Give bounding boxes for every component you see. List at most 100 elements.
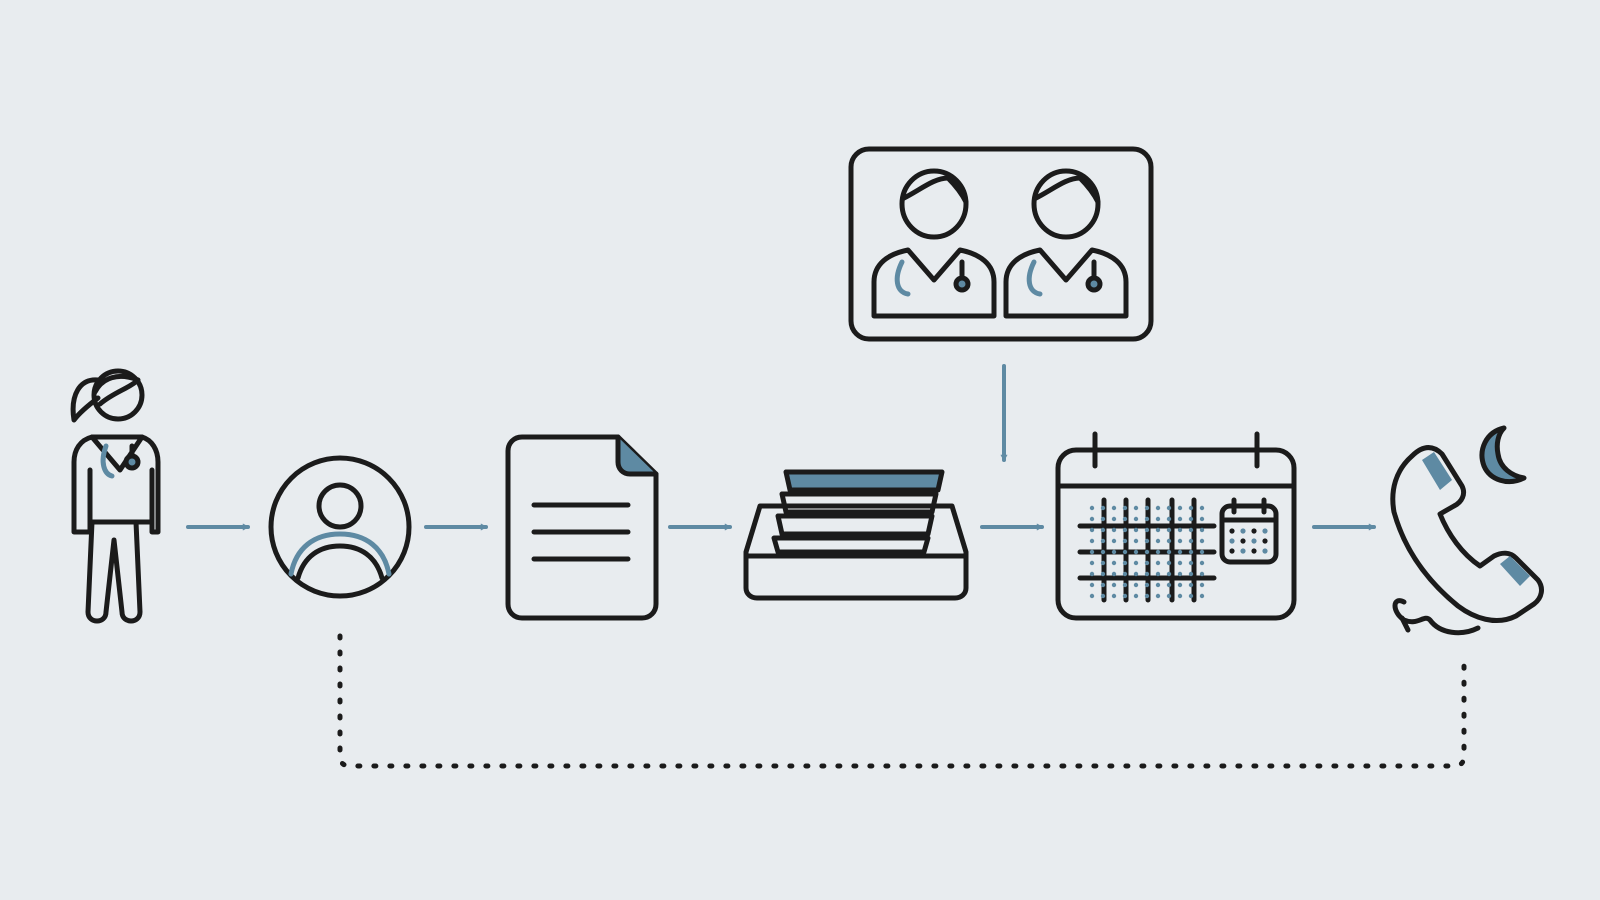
calendar-dot [1133, 582, 1139, 588]
document-icon [505, 434, 659, 621]
calendar-dot [1155, 516, 1161, 522]
calendar-dot [1177, 505, 1183, 511]
inbox-tray-icon [743, 469, 969, 601]
calendar-dot [1089, 516, 1095, 522]
calendar-dot [1166, 549, 1172, 555]
feedback-loop-dotted [337, 633, 1467, 769]
calendar-dot [1089, 582, 1095, 588]
calendar-dot [1144, 582, 1150, 588]
calendar-dot [1144, 538, 1150, 544]
calendar-dot [1166, 593, 1172, 599]
mini-calendar-dot [1251, 528, 1257, 534]
calendar-dot [1111, 571, 1117, 577]
calendar-dot [1089, 527, 1095, 533]
calendar-dot [1177, 527, 1183, 533]
mini-calendar-dot [1229, 528, 1235, 534]
calendar-dot [1100, 593, 1106, 599]
calendar-dot [1155, 560, 1161, 566]
calendar-dot [1089, 538, 1095, 544]
calendar-dot [1133, 538, 1139, 544]
calendar-dot [1089, 571, 1095, 577]
calendar-dot [1144, 571, 1150, 577]
calendar-dot [1166, 582, 1172, 588]
calendar-dot [1177, 571, 1183, 577]
calendar-dot [1122, 505, 1128, 511]
calendar-dot [1100, 516, 1106, 522]
calendar-dot [1133, 549, 1139, 555]
mini-calendar-dot [1229, 538, 1235, 544]
calendar-dot [1144, 549, 1150, 555]
calendar-dot [1111, 593, 1117, 599]
calendar-dot [1122, 593, 1128, 599]
calendar-dot [1155, 538, 1161, 544]
calendar-dot [1111, 516, 1117, 522]
calendar-dot [1199, 582, 1205, 588]
mini-calendar-dot [1251, 538, 1257, 544]
calendar-dot [1111, 560, 1117, 566]
mini-calendar-dot [1262, 548, 1268, 554]
calendar-dot [1122, 560, 1128, 566]
calendar-dot [1122, 571, 1128, 577]
mini-calendar-dot [1240, 528, 1246, 534]
calendar-dot [1144, 516, 1150, 522]
calendar-dot [1177, 593, 1183, 599]
calendar-dot [1199, 560, 1205, 566]
calendar-dot [1155, 527, 1161, 533]
calendar-dot [1188, 560, 1194, 566]
calendar-dot [1100, 560, 1106, 566]
calendar-dot [1155, 593, 1161, 599]
calendar-dot [1089, 560, 1095, 566]
mini-calendar-dot [1240, 548, 1246, 554]
calendar-dot [1166, 527, 1172, 533]
calendar-dot [1100, 538, 1106, 544]
calendar-dot [1133, 560, 1139, 566]
calendar-dot [1188, 505, 1194, 511]
calendar-dot [1188, 549, 1194, 555]
calendar-dot [1155, 571, 1161, 577]
calendar-dot [1144, 505, 1150, 511]
calendar-dot [1122, 549, 1128, 555]
calendar-dot [1133, 527, 1139, 533]
calendar-dot [1199, 571, 1205, 577]
doctors-icon [848, 146, 1154, 342]
calendar-dot [1133, 516, 1139, 522]
calendar-dot [1155, 505, 1161, 511]
calendar-dot [1111, 527, 1117, 533]
calendar-dot [1133, 505, 1139, 511]
calendar-dot [1166, 571, 1172, 577]
calendar-dot [1199, 593, 1205, 599]
calendar-dot [1100, 571, 1106, 577]
calendar-dot [1177, 582, 1183, 588]
calendar-dot [1188, 593, 1194, 599]
calendar-dot [1188, 538, 1194, 544]
calendar-dot [1188, 582, 1194, 588]
calendar-dot [1166, 538, 1172, 544]
nurse-icon [70, 368, 161, 624]
calendar-icon [1055, 431, 1297, 621]
calendar-dot [1100, 505, 1106, 511]
mini-calendar-dot [1262, 528, 1268, 534]
user-profile-icon [268, 455, 412, 599]
calendar-dot [1111, 582, 1117, 588]
calendar-dot [1111, 505, 1117, 511]
calendar-dot [1133, 593, 1139, 599]
calendar-dot [1166, 560, 1172, 566]
calendar-dot [1089, 593, 1095, 599]
calendar-dot [1199, 527, 1205, 533]
calendar-dot [1166, 505, 1172, 511]
calendar-dot [1155, 582, 1161, 588]
phone-night-icon [1390, 425, 1544, 636]
calendar-dot [1133, 571, 1139, 577]
calendar-dot [1199, 505, 1205, 511]
calendar-dot [1089, 549, 1095, 555]
calendar-dot [1144, 560, 1150, 566]
calendar-dot [1111, 549, 1117, 555]
calendar-dot [1122, 538, 1128, 544]
mini-calendar-dot [1229, 548, 1235, 554]
mini-calendar-dot [1240, 538, 1246, 544]
calendar-dot [1122, 527, 1128, 533]
calendar-dot [1100, 527, 1106, 533]
mini-calendar-dot [1262, 538, 1268, 544]
